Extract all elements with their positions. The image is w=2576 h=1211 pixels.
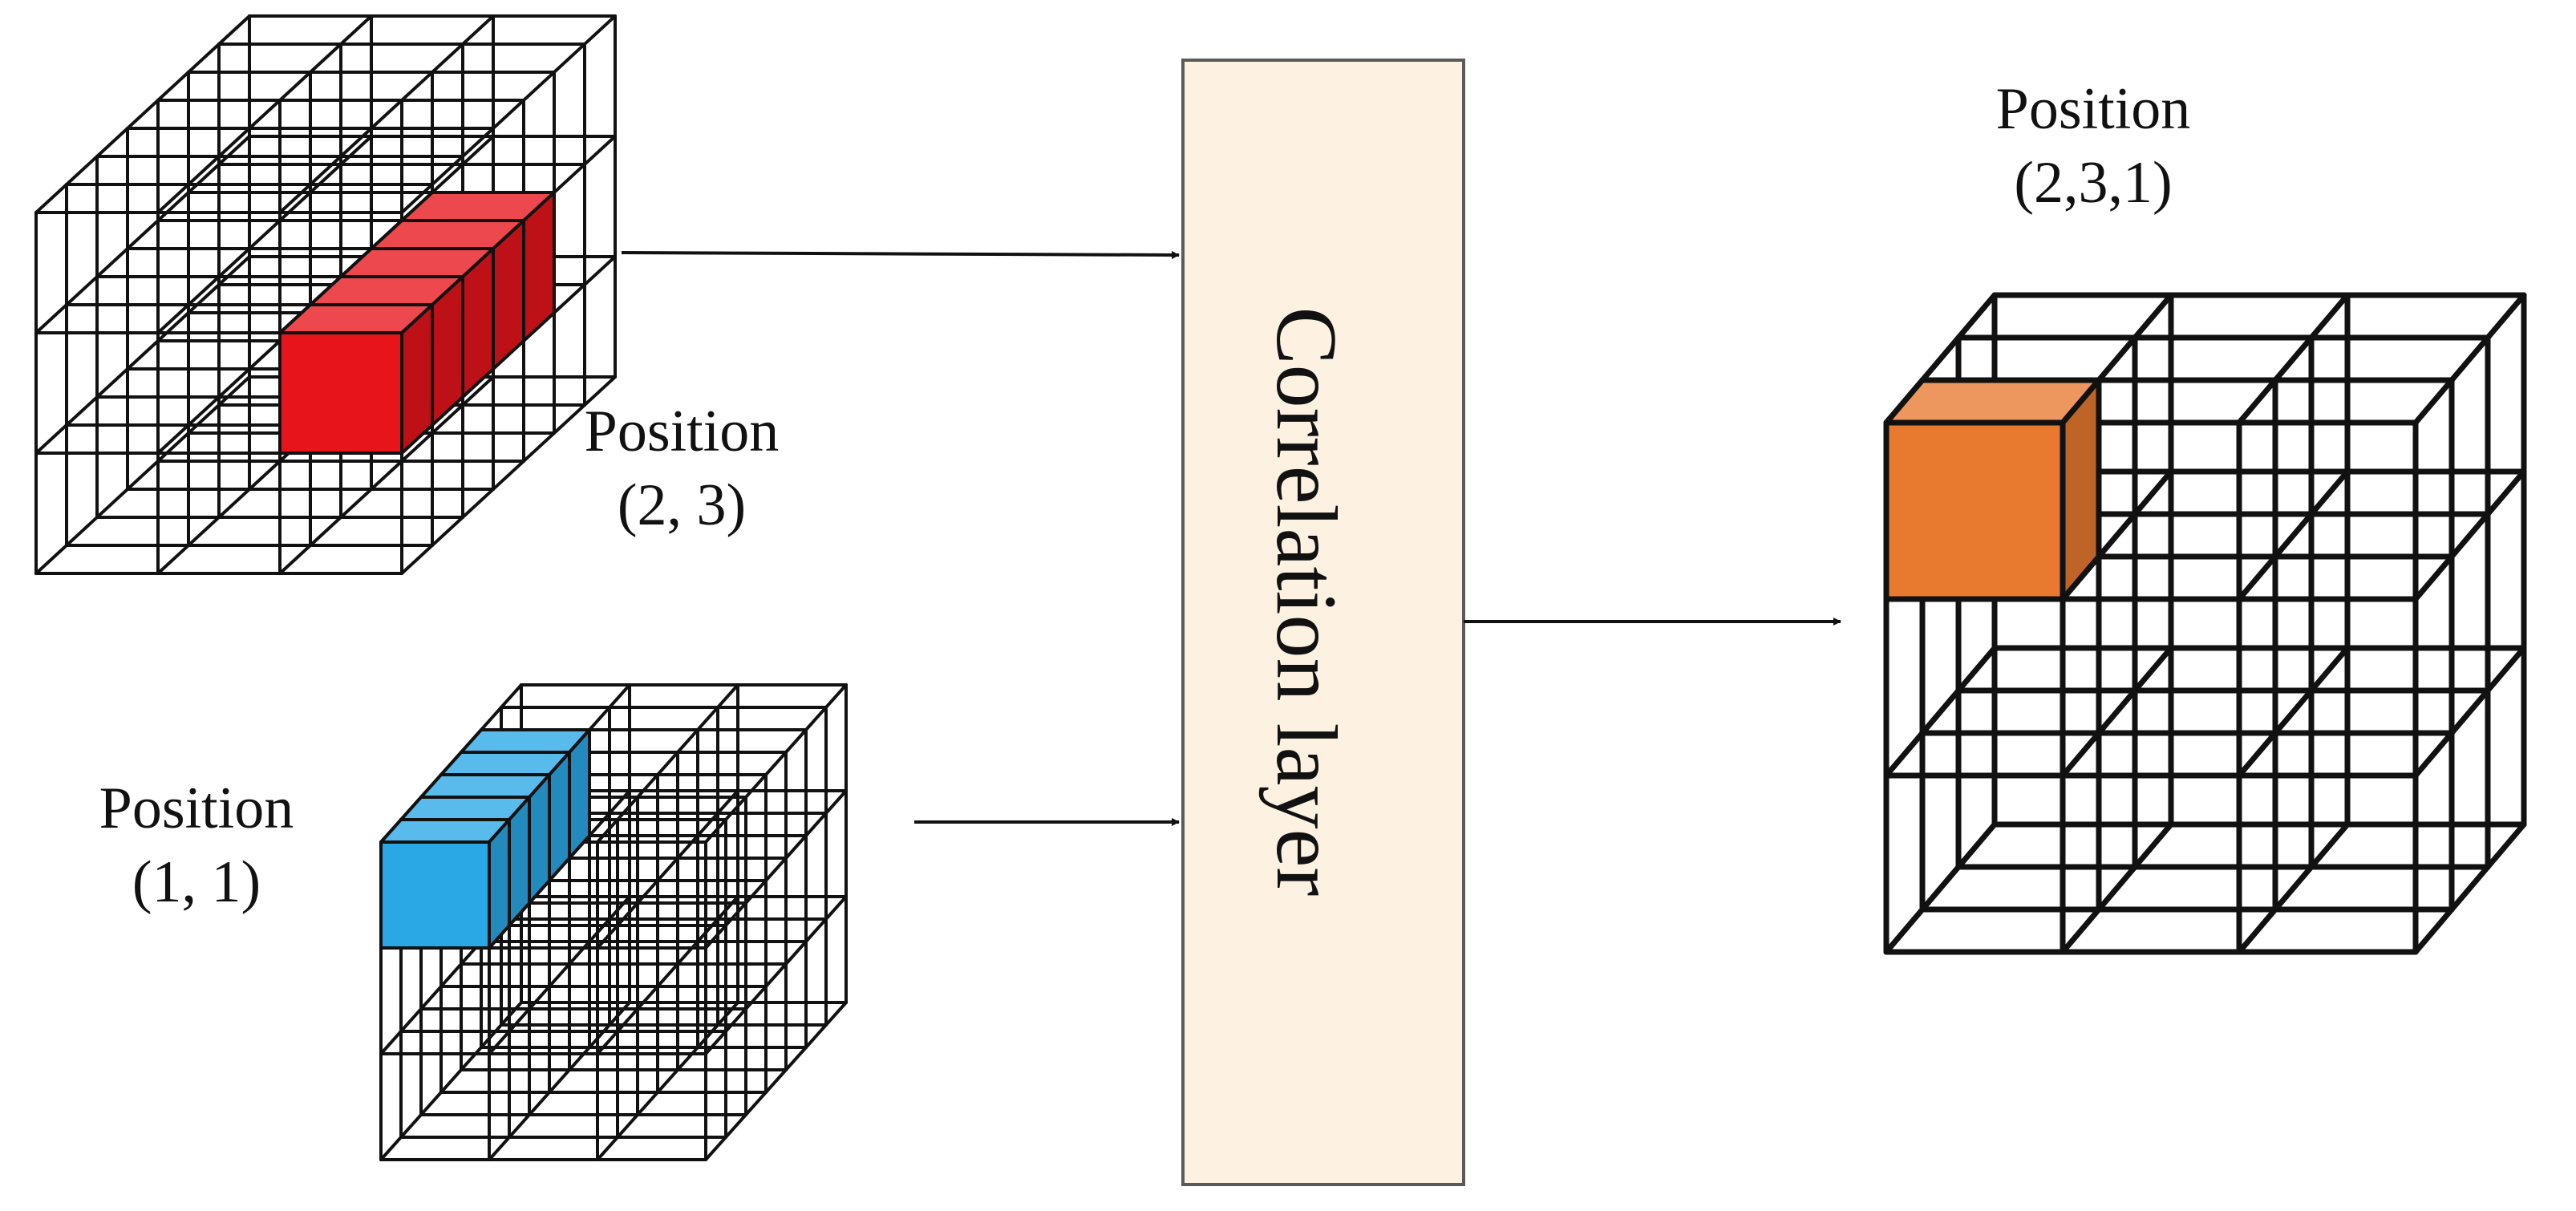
grid-line (34, 255, 251, 455)
grid-line (704, 789, 848, 950)
position-coords: (1, 1) (132, 849, 261, 915)
grid-line (488, 895, 631, 1055)
arrow-right-icon (621, 250, 1180, 259)
input-a-position-label: Position (2, 3) (561, 395, 802, 542)
position-coords: (2, 3) (617, 472, 747, 538)
correlation-layer-box (1181, 59, 1465, 1186)
grid-line (34, 135, 251, 334)
highlight-front-face (379, 840, 491, 950)
highlight-side-face (2060, 377, 2102, 602)
grid-line (379, 1001, 523, 1161)
grid-line (278, 375, 495, 575)
output-correlation-volume (1883, 292, 2527, 955)
grid-line (596, 789, 739, 950)
grid-line (2412, 645, 2527, 779)
grid-line (34, 14, 251, 214)
position-word: Position (584, 399, 780, 464)
grid-line (704, 683, 848, 844)
input-b-position-label: Position (1, 1) (76, 772, 317, 919)
grid-line (278, 14, 495, 214)
grid-line (2412, 468, 2527, 602)
grid-line (596, 683, 739, 844)
grid-line (2060, 821, 2174, 955)
input-feature-map-a (34, 14, 617, 575)
highlight-front-face (278, 331, 403, 455)
grid-line (596, 1001, 739, 1161)
correlation-layer-label: Correlation layer (1258, 306, 1354, 897)
grid-line (488, 1001, 631, 1161)
grid-line (34, 375, 251, 575)
grid-line (2412, 292, 2527, 426)
grid-line (704, 895, 848, 1055)
input-feature-map-b (379, 683, 848, 1161)
grid-line (2236, 292, 2351, 426)
grid-line (400, 375, 617, 575)
grid-line (400, 14, 617, 214)
grid-line (156, 135, 373, 334)
highlight-front-face (1883, 419, 2066, 602)
position-coords: (2,3,1) (2014, 150, 2173, 216)
position-word: Position (1995, 76, 2191, 142)
grid-line (2236, 821, 2351, 955)
grid-line (1883, 821, 1998, 955)
grid-line (2236, 645, 2351, 779)
output-position-label: Position (2,3,1) (1973, 72, 2213, 220)
grid-line (596, 895, 739, 1055)
grid-line (2236, 468, 2351, 602)
grid-line (1883, 645, 1998, 779)
grid-line (156, 14, 373, 214)
grid-line (2060, 645, 2174, 779)
position-word: Position (99, 776, 294, 841)
grid-line (2412, 821, 2527, 955)
grid-line (704, 1001, 848, 1161)
